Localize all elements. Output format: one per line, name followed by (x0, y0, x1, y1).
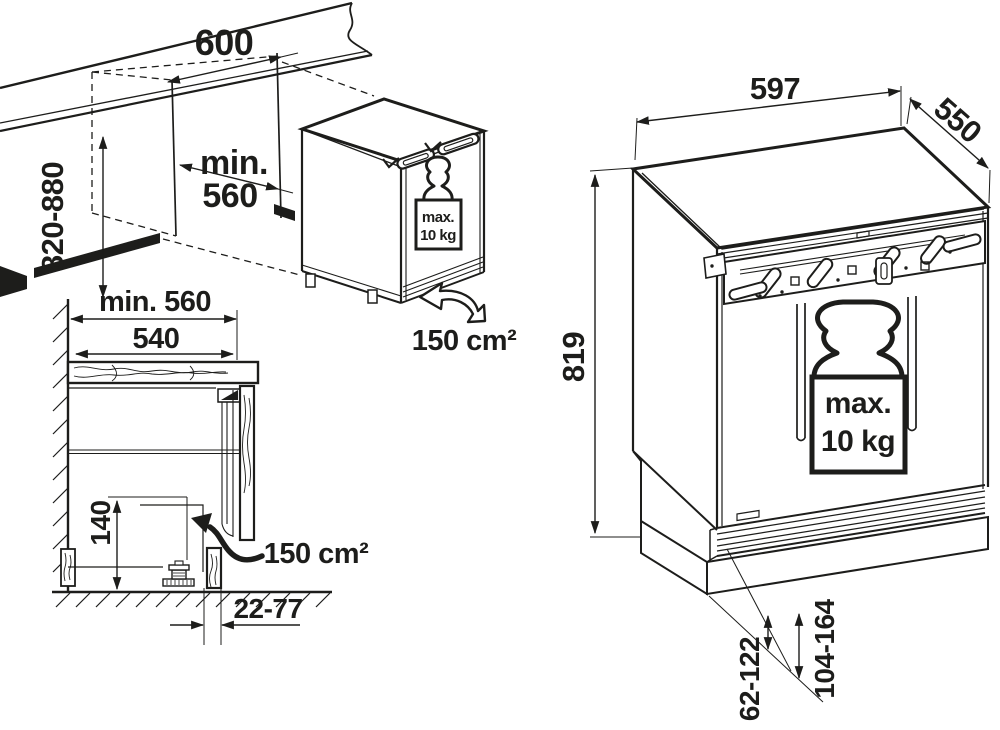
niche-panel: 600 min. 560 820-880 (0, 1, 375, 299)
section-niche-depth-label: min. 560 (99, 286, 211, 318)
vent-arrow-icon (418, 281, 487, 324)
weight-max-label: max. (422, 209, 455, 226)
appliance-front-panel: 819 597 550 (556, 71, 992, 721)
mounting-rail-icon (396, 148, 436, 170)
wall-mark (0, 266, 27, 297)
wall-hatching (52, 303, 69, 573)
max-weight-icon: max. 10 kg (414, 155, 463, 251)
floor-hatching (55, 592, 331, 608)
appliance-foot-icon (367, 289, 378, 304)
ventilation-grille (706, 484, 986, 563)
weight-value-label: 10 kg (420, 227, 456, 244)
section-vent-area-label: 150 cm² (264, 538, 369, 570)
plinth-side (640, 519, 708, 596)
leveling-foot-icon (162, 560, 195, 587)
appliance-height-dim-label: 819 (556, 332, 591, 382)
appliance-depth-dim-label: 550 (927, 91, 988, 150)
mounting-rail-assembly (703, 219, 986, 306)
floor-mark (34, 233, 160, 278)
rail-hook-icon (382, 157, 400, 169)
vent-area-label: 150 cm² (412, 325, 517, 357)
mounting-rail-icon (437, 132, 480, 156)
weight-max-label: max. (825, 387, 891, 420)
bottom-clearance-dim-label: 140 (85, 500, 116, 545)
appliance-foot-icon (305, 273, 316, 288)
niche-corner-mark (274, 204, 295, 221)
niche-depth-value-label: 560 (202, 177, 257, 215)
rail-hook-icon (424, 141, 442, 153)
worktop (66, 360, 260, 385)
door-rail-icon (796, 296, 917, 442)
niche-height-dim-label: 820-880 (35, 162, 70, 272)
plinth-range-large-dim-label: 104-164 (809, 598, 840, 698)
niche-width-dim-label: 600 (195, 22, 254, 63)
appliance-iso-panel: max. 10 kg 150 cm² (297, 97, 518, 357)
niche-depth-min-label: min. (200, 144, 268, 182)
cross-section-panel: 140 min. 560 540 22-77 150 cm² (52, 286, 370, 645)
plinth-range-small-dim-label: 62-122 (734, 637, 765, 721)
furniture-panel (238, 384, 256, 542)
counter-depth-dim-label: 540 (133, 323, 180, 355)
plinth-board (205, 546, 223, 590)
vent-flow-arrow-icon (207, 524, 265, 563)
weight-value-label: 10 kg (821, 425, 895, 458)
appliance-width-dim-label: 597 (750, 71, 800, 106)
plinth-front (706, 515, 989, 596)
plinth-gap-dim-label: 22-77 (233, 593, 302, 624)
max-weight-icon: max. 10 kg (809, 299, 908, 475)
